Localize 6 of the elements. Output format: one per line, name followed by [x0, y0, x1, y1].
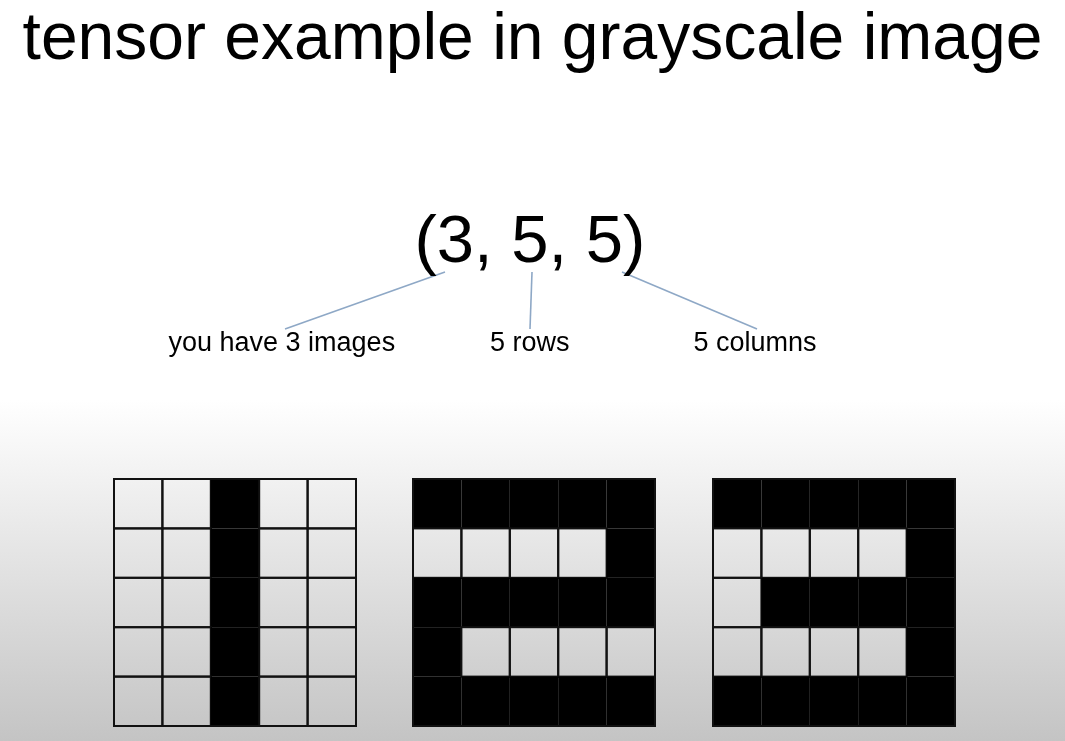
title: tensor example in grayscale image — [21, 0, 1044, 72]
leader-line — [284, 271, 446, 330]
annotation-label: 5 rows — [490, 329, 570, 356]
leader-line — [621, 271, 758, 330]
annotation-label: you have 3 images — [168, 329, 396, 356]
annotation-label: 5 columns — [693, 329, 817, 356]
